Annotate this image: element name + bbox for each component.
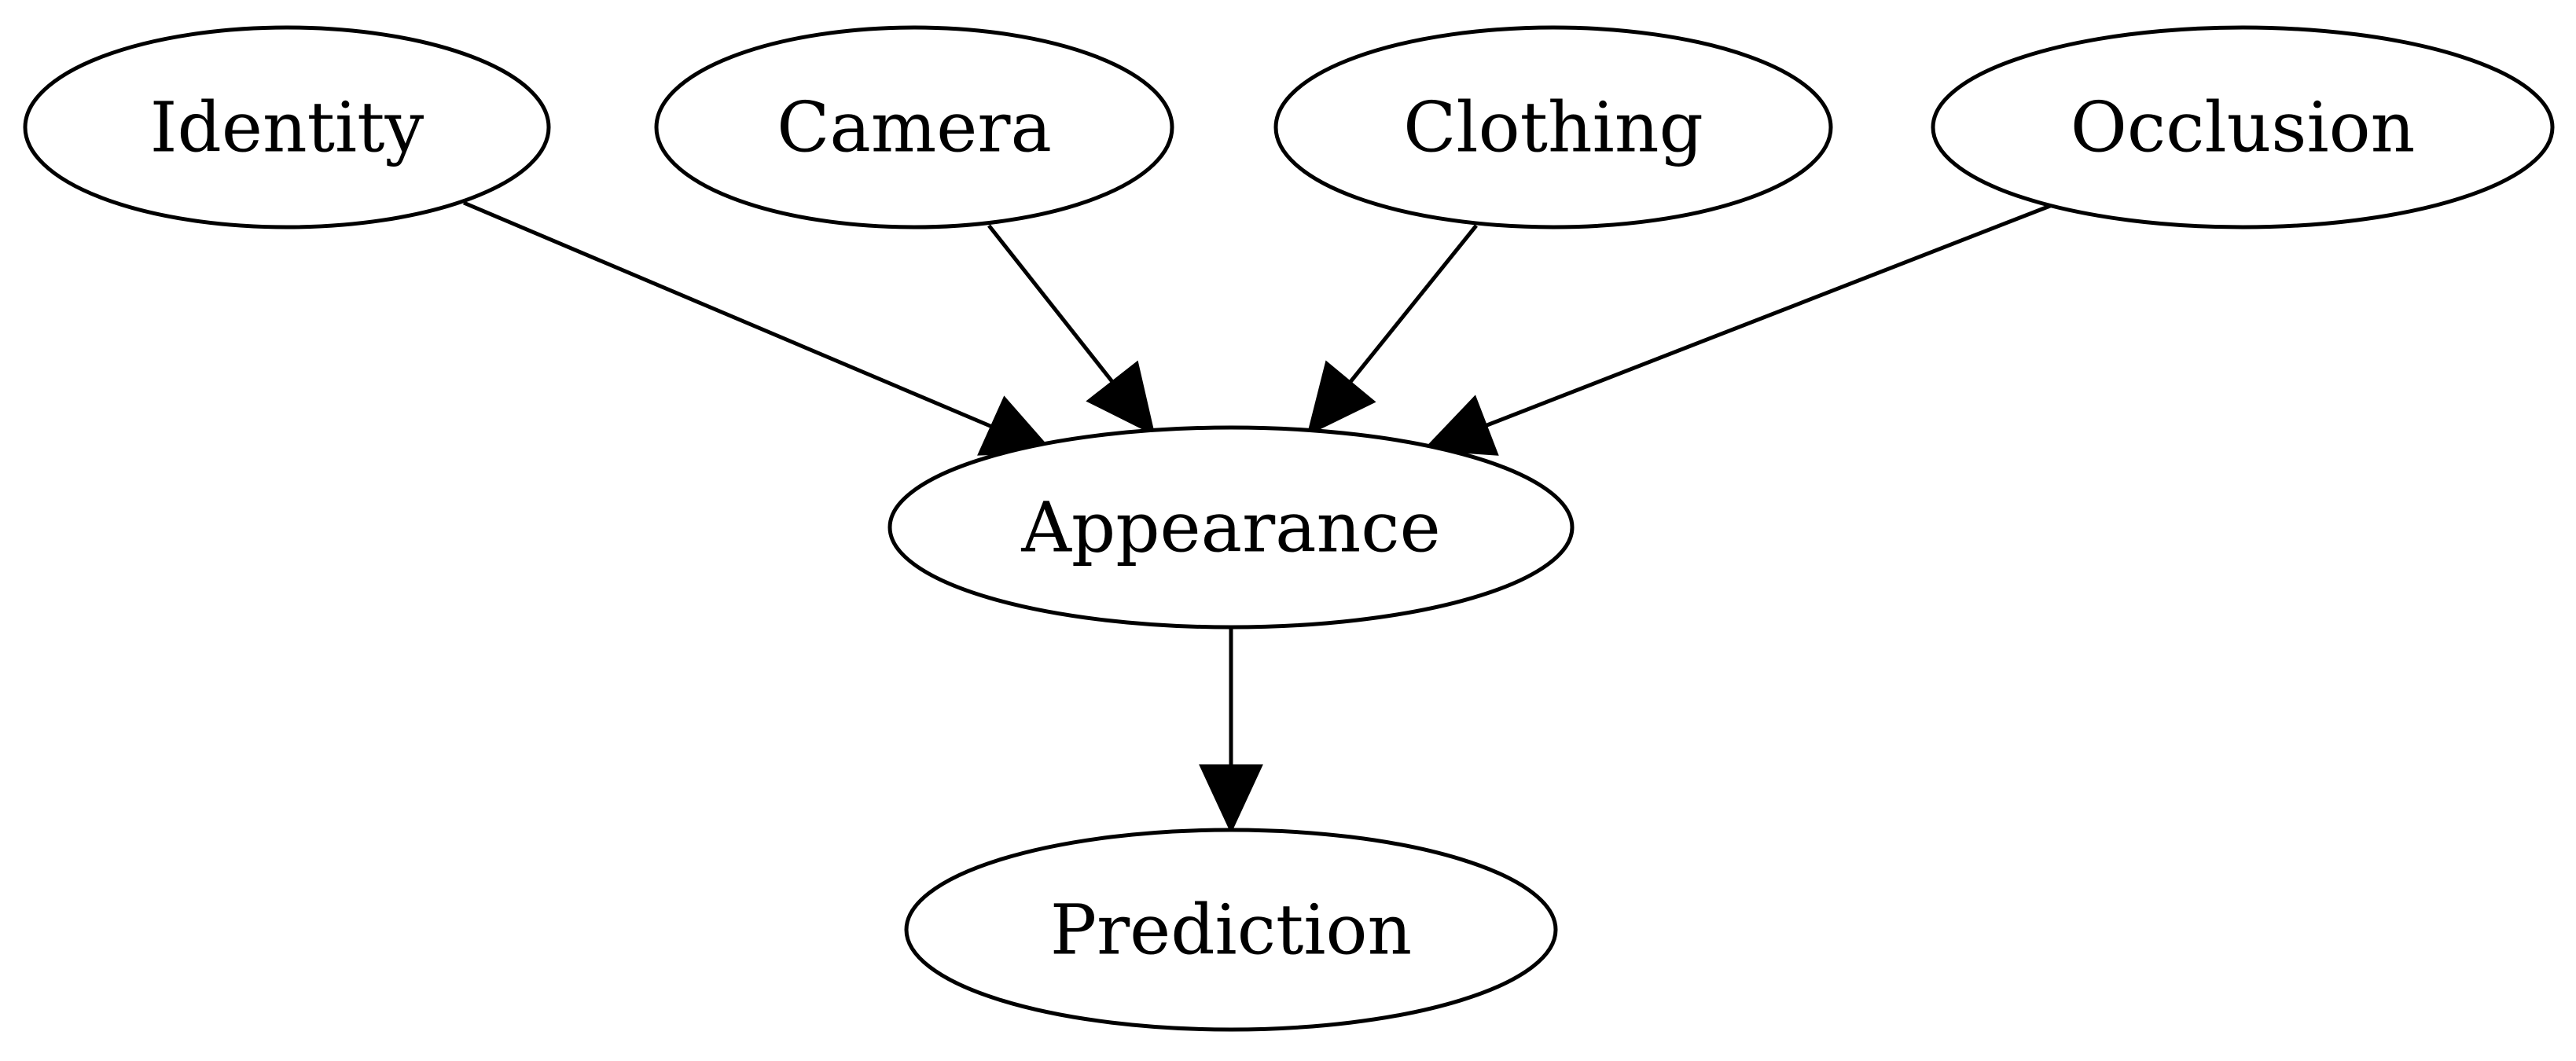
node-occlusion-label: Occlusion <box>2071 87 2416 168</box>
node-occlusion: Occlusion <box>1931 25 2555 229</box>
edge-clothing-to-appearance <box>1306 224 1478 436</box>
node-camera: Camera <box>654 25 1174 229</box>
node-appearance: Appearance <box>887 425 1575 630</box>
node-prediction-label: Prediction <box>1050 890 1412 971</box>
node-clothing-label: Clothing <box>1403 87 1703 168</box>
edge-identity-to-appearance <box>463 200 1055 456</box>
edge-occlusion-to-appearance <box>1422 204 2051 456</box>
node-prediction: Prediction <box>904 828 1558 1032</box>
node-clothing: Clothing <box>1273 25 1833 229</box>
node-identity-label: Identity <box>150 87 424 168</box>
edge-camera-to-appearance <box>987 224 1156 436</box>
node-camera-label: Camera <box>777 87 1052 168</box>
node-identity: Identity <box>23 25 551 229</box>
edge-appearance-to-prediction <box>1199 627 1263 834</box>
node-appearance-label: Appearance <box>1020 487 1440 568</box>
